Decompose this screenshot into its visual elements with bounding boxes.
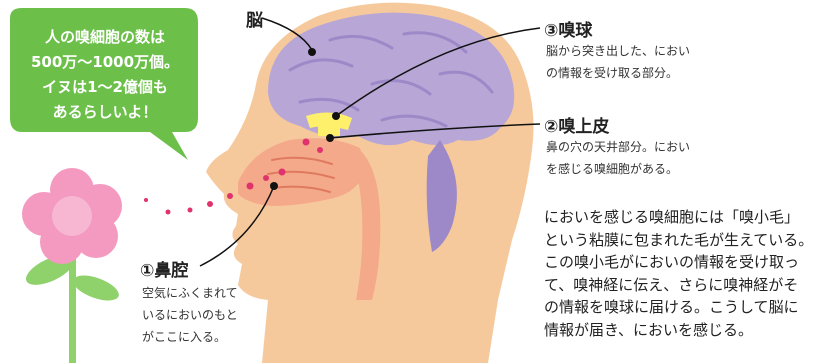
explanation-paragraph: においを感じる嗅細胞には「嗅小毛」 という粘膜に包まれた毛が生えている。 この嗅…: [544, 206, 824, 341]
paragraph-line: の情報を嗅球に届ける。こうして脳に: [544, 296, 824, 319]
olfactory-epithelium-desc-line: 鼻の穴の天井部分。におい: [546, 136, 690, 158]
bubble-line: あるらしいよ！: [10, 101, 200, 122]
bubble-line: 500万〜1000万個。: [10, 51, 200, 72]
brain-marker: [308, 48, 316, 56]
paragraph-line: 情報が届き、においを感じる。: [544, 319, 824, 342]
olfactory-bulb-desc-line: の情報を受け取る部分。: [546, 62, 678, 84]
bubble-line: イヌは1〜2億個も: [10, 76, 200, 97]
olfactory-bulb-desc-line: 脳から突き出した、におい: [546, 40, 690, 62]
flower: [22, 168, 122, 363]
nasal-cavity-desc-line: 空気にふくまれて: [142, 282, 238, 304]
bulb-marker: [332, 112, 340, 120]
olfactory-epithelium-desc-line: を感じる嗅細胞がある。: [546, 158, 678, 180]
paragraph-line: においを感じる嗅細胞には「嗅小毛」: [544, 206, 824, 229]
nasal-cavity-title: ①鼻腔: [140, 256, 188, 281]
speech-bubble-text: 人の嗅細胞の数は 500万〜1000万個。 イヌは1〜2億個も あるらしいよ！: [10, 26, 200, 136]
bubble-line: 人の嗅細胞の数は: [10, 26, 200, 47]
paragraph-line: て、嗅神経に伝え、さらに嗅神経がそ: [544, 274, 824, 297]
olfactory-bulb-title: ③嗅球: [544, 16, 592, 41]
nasal-cavity-desc-line: いるにおいのもと: [142, 304, 238, 326]
brain-label: 脳: [246, 6, 263, 31]
paragraph-line: この嗅小毛がにおいの情報を受け取っ: [544, 251, 824, 274]
nasal-cavity-desc-line: がここに入る。: [142, 326, 226, 348]
olfactory-epithelium-title: ②嗅上皮: [544, 112, 609, 137]
cavity-marker: [270, 182, 278, 190]
epithelium-marker: [326, 134, 334, 142]
paragraph-line: という粘膜に包まれた毛が生えている。: [544, 229, 824, 252]
